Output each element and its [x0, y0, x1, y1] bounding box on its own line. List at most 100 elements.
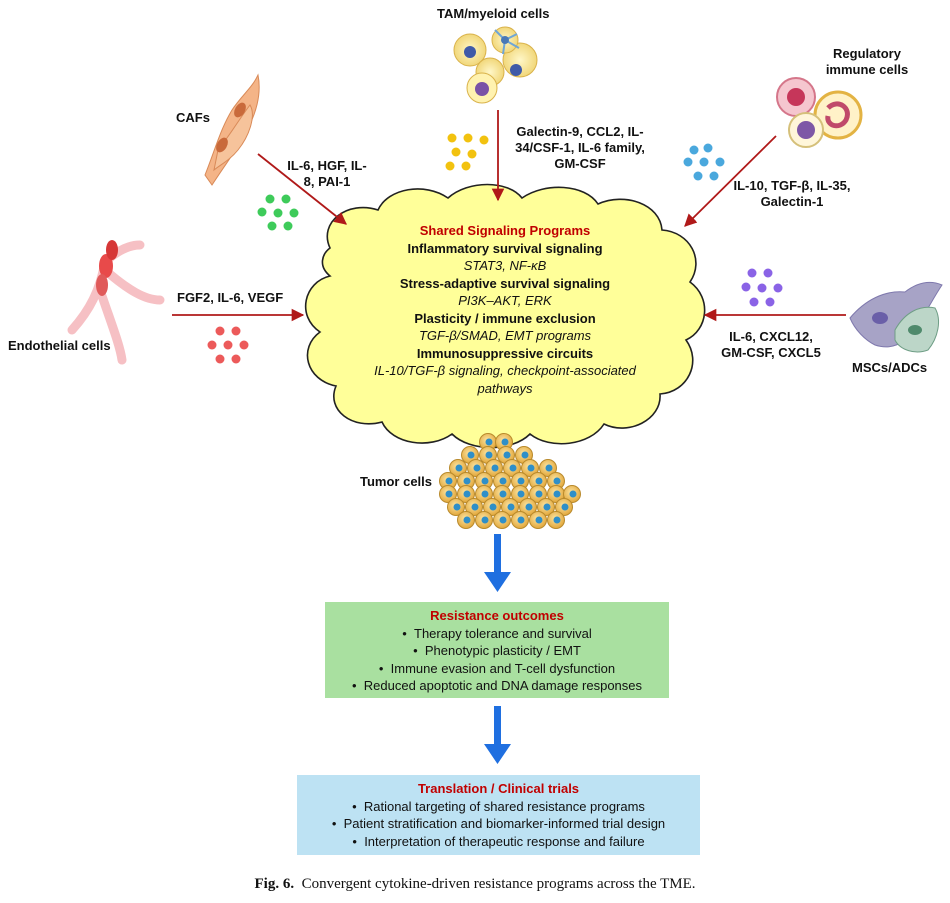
- program-2-detail: PI3K–AKT, ERK: [458, 293, 552, 308]
- tumor-cell-nucleus: [499, 490, 507, 498]
- tumor-cell-nucleus: [445, 490, 453, 498]
- program-3-detail: TGF-β/SMAD, EMT programs: [418, 328, 592, 343]
- translation-title: Translation / Clinical trials: [417, 781, 580, 796]
- resistance-list: Therapy tolerance and survival Phenotypi…: [325, 625, 669, 695]
- signaling-cloud: [304, 183, 706, 449]
- cytokines-mscs-line2: GM-CSF, CXCL5: [721, 345, 821, 360]
- program-4-title: Immunosuppressive circuits: [416, 345, 594, 361]
- tumor-cell-nucleus: [525, 503, 533, 511]
- tumor-cell-nucleus: [517, 490, 525, 498]
- cytokines-mscs-line1: IL-6, CXCL12,: [729, 329, 813, 344]
- dots-cafs-green: [257, 194, 299, 231]
- label-mscs-adcs: MSCs/ADCs: [852, 360, 928, 375]
- tumor-cell-nucleus: [453, 503, 461, 511]
- tumor-cell-nucleus: [569, 490, 577, 498]
- figure-caption: Fig. 6. Convergent cytokine-driven resis…: [0, 876, 950, 893]
- cytokine-arrows: [172, 110, 846, 322]
- tumor-cell-nucleus: [471, 503, 479, 511]
- tumor-cell-nucleus: [517, 477, 525, 485]
- resistance-item: Therapy tolerance and survival: [325, 625, 669, 643]
- label-endothelial: Endothelial cells: [8, 338, 111, 353]
- program-1-title: Inflammatory survival signaling: [407, 240, 603, 256]
- dots-tam-yellow: [445, 133, 489, 171]
- dots-mscs-purple: [741, 268, 783, 307]
- arrow-cafs: [257, 153, 347, 225]
- tumor-cell-nucleus: [463, 516, 471, 524]
- cytokines-cafs: IL-6, HGF, IL- 8, PAI-1: [281, 158, 373, 190]
- translation-clinical-trials-box: Translation / Clinical trials Rational t…: [297, 775, 700, 855]
- tumor-cell-nucleus: [481, 490, 489, 498]
- dots-regulatory-blue: [683, 143, 725, 181]
- cytokines-cafs-line1: IL-6, HGF, IL-: [287, 158, 367, 173]
- translation-list: Rational targeting of shared resistance …: [297, 798, 700, 851]
- tumor-cell-nucleus: [455, 464, 463, 472]
- arrow-regulatory: [684, 135, 777, 227]
- tumor-cell-nucleus: [545, 464, 553, 472]
- label-regulatory-immune: Regulatory immune cells: [812, 46, 922, 78]
- resistance-item: Immune evasion and T-cell dysfunction: [325, 660, 669, 678]
- tumor-cell-nucleus: [467, 451, 475, 459]
- shared-signaling-programs: Shared Signaling Programs Inflammatory s…: [340, 222, 670, 397]
- tumor-cell-nucleus: [527, 464, 535, 472]
- shared-title: Shared Signaling Programs: [419, 223, 591, 238]
- cytokines-endothelial: FGF2, IL-6, VEGF: [177, 290, 284, 305]
- dots-endothelial-red: [207, 326, 249, 364]
- cytokines-tam: Galectin-9, CCL2, IL- 34/CSF-1, IL-6 fam…: [505, 124, 655, 172]
- resistance-item: Reduced apoptotic and DNA damage respons…: [325, 677, 669, 695]
- tumor-cell-nucleus: [501, 438, 509, 446]
- mscs-adcs-illustration: [849, 281, 943, 353]
- program-2-title: Stress-adaptive survival signaling: [399, 275, 611, 291]
- tumor-cell-nucleus: [521, 451, 529, 459]
- cytokines-cafs-line2: 8, PAI-1: [303, 174, 351, 189]
- tumor-cell-nucleus: [553, 477, 561, 485]
- resistance-outcomes-box: Resistance outcomes Therapy tolerance an…: [325, 602, 669, 698]
- cafs-illustration: [204, 73, 260, 186]
- tumor-cell-nucleus: [473, 464, 481, 472]
- tumor-cell-nucleus: [499, 477, 507, 485]
- blue-arrow-to-resistance: [484, 534, 511, 592]
- tumor-cell-nucleus: [535, 477, 543, 485]
- translation-item: Interpretation of therapeutic response a…: [297, 833, 700, 851]
- tumor-cell-nucleus: [535, 490, 543, 498]
- tumor-cell-nucleus: [517, 516, 525, 524]
- tumor-cell-nucleus: [509, 464, 517, 472]
- label-cafs: CAFs: [176, 110, 210, 125]
- tumor-cell-nucleus: [485, 438, 493, 446]
- figure-label: Fig. 6.: [254, 876, 295, 892]
- program-4-detail-line2: pathways: [477, 380, 533, 396]
- blue-arrow-to-translation: [484, 706, 511, 764]
- regulatory-immune-cells-illustration: [776, 77, 863, 148]
- label-regulatory-line2: immune cells: [825, 62, 909, 77]
- cytokines-regulatory: IL-10, TGF-β, IL-35, Galectin-1: [722, 178, 862, 210]
- tumor-cell-nucleus: [481, 516, 489, 524]
- tumor-cell-nucleus: [535, 516, 543, 524]
- cytokines-regulatory-line2: Galectin-1: [760, 194, 824, 209]
- cytokines-tam-line1: Galectin-9, CCL2, IL-: [516, 124, 644, 139]
- tumor-cells-cluster: [439, 433, 581, 529]
- translation-item: Rational targeting of shared resistance …: [297, 798, 700, 816]
- tumor-cell-nucleus: [503, 451, 511, 459]
- endothelial-cells-illustration: [67, 240, 165, 365]
- cytokines-tam-line2: 34/CSF-1, IL-6 family,: [515, 140, 645, 155]
- tumor-cell-nucleus: [489, 503, 497, 511]
- resistance-title: Resistance outcomes: [430, 608, 564, 623]
- program-1-detail: STAT3, NF-κB: [463, 258, 547, 273]
- resistance-item: Phenotypic plasticity / EMT: [325, 642, 669, 660]
- label-regulatory-line1: Regulatory: [833, 46, 901, 61]
- tumor-cell-nucleus: [481, 477, 489, 485]
- tam-myeloid-cells-illustration: [453, 26, 538, 104]
- label-tam-myeloid: TAM/myeloid cells: [437, 6, 550, 21]
- translation-item: Patient stratification and biomarker-inf…: [297, 815, 700, 833]
- tumor-cell-nucleus: [553, 516, 561, 524]
- cytokines-mscs: IL-6, CXCL12, GM-CSF, CXCL5: [712, 329, 830, 361]
- tumor-cell-nucleus: [491, 464, 499, 472]
- label-tumor-cells: Tumor cells: [360, 474, 433, 489]
- tumor-cell-nucleus: [499, 516, 507, 524]
- tumor-cell-nucleus: [553, 490, 561, 498]
- program-4-detail-line1: IL-10/TGF-β signaling, checkpoint-associ…: [374, 363, 636, 378]
- tumor-cell-nucleus: [445, 477, 453, 485]
- tumor-cell-nucleus: [543, 503, 551, 511]
- tumor-cell-nucleus: [485, 451, 493, 459]
